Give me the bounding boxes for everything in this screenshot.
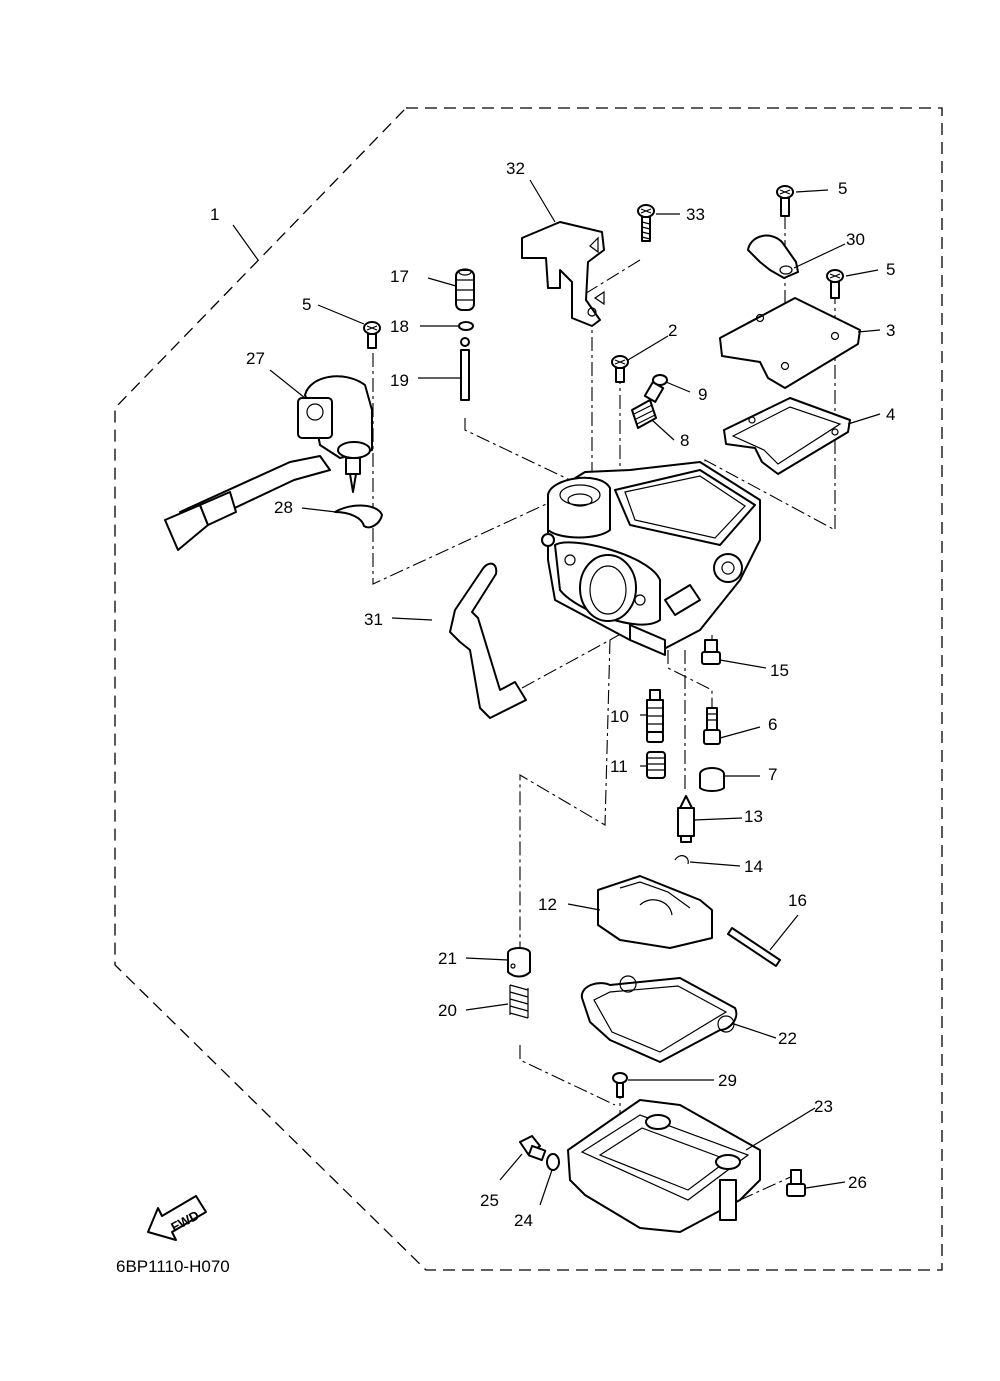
callout-33: 33 (686, 205, 705, 224)
part-17-cap (455, 268, 475, 311)
part-28-clip (334, 504, 383, 529)
callout-32: 32 (506, 159, 525, 178)
part-18-o-ring (458, 321, 474, 331)
callout-16: 16 (788, 891, 807, 910)
callout-21: 21 (438, 949, 457, 968)
callout-30: 30 (846, 230, 865, 249)
part-29-screw (612, 1072, 628, 1098)
part-33-screw (637, 204, 655, 242)
callout-13: 13 (744, 807, 763, 826)
part-16-pin (727, 927, 781, 967)
callout-18: 18 (390, 317, 409, 336)
part-9-screw (643, 374, 668, 403)
callout-11: 11 (610, 757, 628, 776)
part-8-spring (631, 399, 657, 429)
assembly-boundary (114, 107, 943, 1271)
part-5-screw-top (776, 185, 794, 217)
callout-7: 7 (768, 765, 777, 784)
part-20-spring (509, 984, 529, 1019)
callouts: 1 32 33 5 30 5 3 4 17 18 19 5 27 28 2 9 … (210, 159, 895, 1230)
callout-5-left: 5 (302, 295, 311, 314)
part-24-washer (546, 1153, 560, 1171)
fwd-arrow-icon: FWD (147, 1195, 207, 1241)
part-21-seat (507, 947, 531, 978)
callout-23: 23 (814, 1097, 833, 1116)
callout-5-top: 5 (838, 179, 847, 198)
part-12-float (597, 875, 713, 949)
callout-28: 28 (274, 498, 293, 517)
part-27-solenoid-cable (164, 375, 373, 551)
callout-25: 25 (480, 1191, 499, 1210)
callout-27: 27 (246, 349, 265, 368)
callout-17: 17 (390, 267, 409, 286)
part-7-plug (699, 767, 725, 792)
callout-31: 31 (364, 610, 383, 629)
callout-26: 26 (848, 1173, 867, 1192)
part-3-cover-plate (719, 297, 861, 389)
part-15-screw (701, 639, 721, 665)
callout-10: 10 (610, 707, 629, 726)
callout-15: 15 (770, 661, 789, 680)
part-6-screw (703, 707, 721, 745)
part-10-jet (646, 689, 664, 743)
callout-22: 22 (778, 1029, 797, 1048)
callout-3: 3 (886, 321, 895, 340)
part-2-screw (611, 355, 629, 383)
carburetor-body (541, 461, 761, 656)
part-4-gasket (723, 397, 851, 475)
part-14-clip (674, 855, 689, 865)
diagram-code: 6BP1110-H070 (116, 1257, 230, 1276)
part-5-screw-left (363, 321, 381, 349)
callout-1: 1 (210, 205, 219, 224)
callout-14: 14 (744, 857, 763, 876)
part-25-drain-screw (519, 1135, 547, 1162)
part-22-gasket (580, 975, 738, 1063)
callout-9: 9 (698, 385, 707, 404)
callout-12: 12 (538, 895, 557, 914)
part-19-needle-rod (460, 337, 470, 401)
part-11-spring (646, 751, 666, 779)
part-31-hose (449, 562, 527, 719)
part-26-screw (786, 1169, 806, 1197)
part-32-bracket (521, 221, 605, 327)
callout-20: 20 (438, 1001, 457, 1020)
callout-5-right: 5 (886, 260, 895, 279)
part-5-screw-right (826, 269, 844, 299)
callout-4: 4 (886, 405, 895, 424)
part-23-float-bowl (567, 1099, 761, 1233)
leader-lines (232, 179, 881, 1206)
callout-6: 6 (768, 715, 777, 734)
part-13-needle-valve (677, 795, 695, 843)
part-30-clip (747, 234, 799, 279)
callout-19: 19 (390, 371, 409, 390)
callout-8: 8 (680, 431, 689, 450)
callout-2: 2 (668, 321, 677, 340)
callout-29: 29 (718, 1071, 737, 1090)
callout-24: 24 (514, 1211, 533, 1230)
